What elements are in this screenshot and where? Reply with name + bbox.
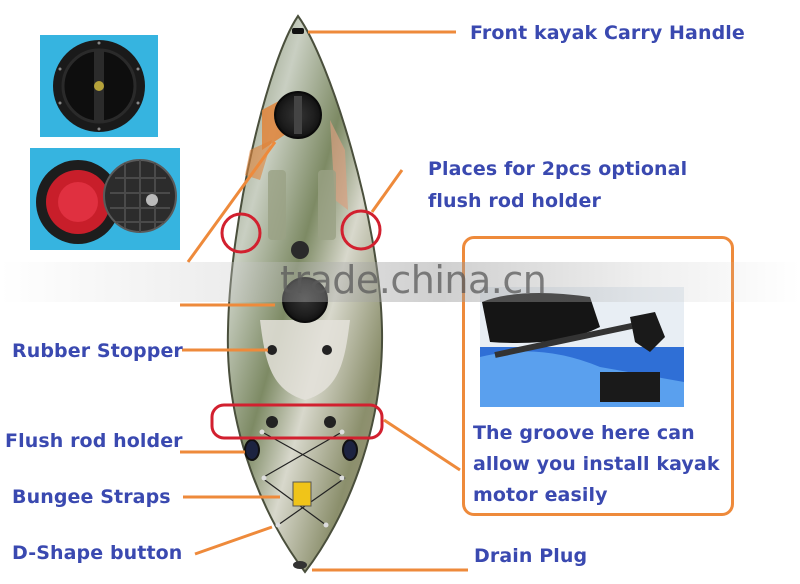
highlight-groove-box <box>210 403 384 440</box>
inset-motor-mount <box>480 287 684 407</box>
highlight-circle-right <box>340 209 382 251</box>
leader-lines <box>180 30 468 572</box>
inset-hatch-closed <box>40 35 158 137</box>
watermark-band <box>0 262 800 302</box>
rod-holder-places-label-line1: Places for 2pcs optional <box>428 158 688 180</box>
motor-groove-label-line1: The groove here can <box>473 422 695 444</box>
rubber-stopper-label: Rubber Stopper <box>12 340 183 362</box>
d-shape-button-label: D-Shape button <box>12 542 183 564</box>
flush-rod-holder-label: Flush rod holder <box>5 430 183 452</box>
front-handle-label: Front kayak Carry Handle <box>470 22 745 44</box>
motor-groove-label-line3: motor easily <box>473 484 608 506</box>
watermark-text: trade.china.cn <box>280 258 547 302</box>
bungee-straps-label: Bungee Straps <box>12 486 171 508</box>
inset-hatch-open <box>30 148 180 250</box>
rod-holder-places-label-line2: flush rod holder <box>428 190 601 212</box>
motor-callout-box: The groove here can allow you install ka… <box>462 236 734 516</box>
drain-plug-label: Drain Plug <box>474 545 588 567</box>
motor-groove-label-line2: allow you install kayak <box>473 453 720 475</box>
highlight-circle-left <box>220 212 262 254</box>
